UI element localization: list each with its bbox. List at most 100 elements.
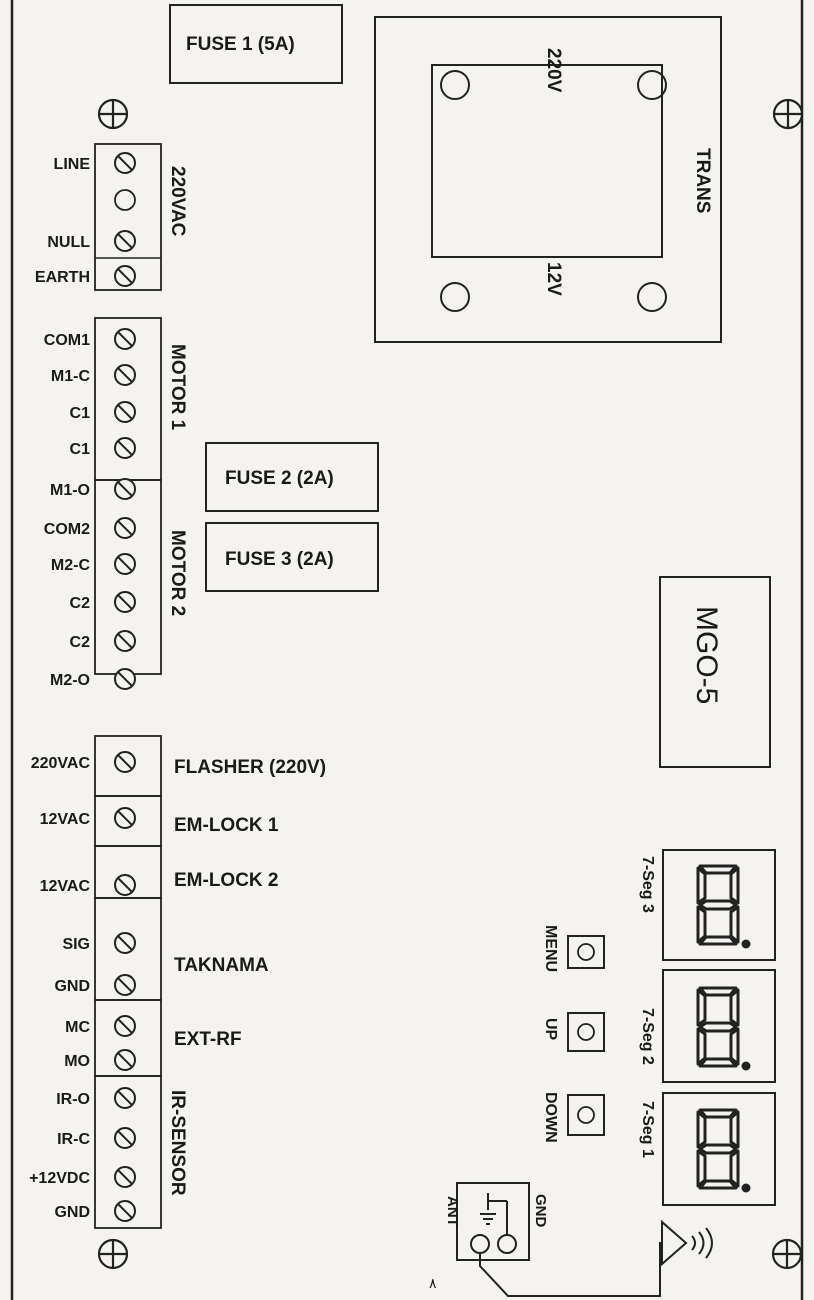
terminal-screw [114,974,136,996]
group-label-power: 220VAC [167,166,188,237]
output-label-emlock1: EM-LOCK 1 [174,815,279,836]
up-button[interactable] [567,1012,605,1052]
output-label-taknama: TAKNAMA [174,955,269,976]
terminal-screw [114,1200,136,1222]
terminal-screw [114,1166,136,1188]
menu-button[interactable] [567,935,605,969]
terminal-screw [114,517,136,539]
terminal-label: GND [54,978,90,995]
fuse-3-label: FUSE 3 (2A) [225,549,334,570]
terminal-screw [114,630,136,652]
terminal-group-power [94,143,162,291]
group-label-motor1: MOTOR 1 [167,344,188,431]
terminal-label: EARTH [35,269,90,286]
terminal-label: MO [64,1053,90,1070]
transformer-core [431,64,663,258]
terminal-label: M1-C [51,368,91,385]
transformer-pin [637,282,667,312]
antenna-gnd-terminal [497,1234,517,1254]
terminal-screw [114,152,136,174]
terminal-screw [114,807,136,829]
terminal-screw [114,230,136,252]
seg1-label: 7-Seg 1 [639,1101,656,1158]
mount-hole-bottom-left [97,1238,129,1270]
terminal-screw [114,751,136,773]
terminal-label: 12VAC [40,811,91,828]
seg2-label: 7-Seg 2 [639,1008,656,1065]
terminal-label: COM1 [44,332,90,349]
mount-hole-bottom-right [771,1238,803,1270]
up-button-knob [577,1023,595,1041]
board-outline [10,0,804,1300]
down-button-knob [577,1106,595,1124]
mount-hole-top-left [97,98,129,130]
terminal-label: IR-C [57,1131,90,1148]
seg2-digit [696,986,751,1071]
transformer-outline [374,16,722,343]
terminal-screw [114,401,136,423]
terminal-screw [114,265,136,287]
antenna-connector [456,1182,530,1261]
antenna-terminal [470,1234,490,1254]
terminal-screw [114,1015,136,1037]
terminal-group-ir-sensor [94,1075,162,1229]
terminal-label: COM2 [44,521,90,538]
terminal-screw [114,668,136,690]
fuse-2-label: FUSE 2 (2A) [225,468,334,489]
terminal-label: C1 [70,405,91,422]
seg3-digit [696,864,751,949]
terminal-label: GND [54,1204,90,1221]
output-label-extrf: EXT-RF [174,1029,242,1050]
output-label-flasher: FLASHER (220V) [174,757,326,778]
terminal-label: C2 [70,634,91,651]
down-button-label: DOWN [542,1092,559,1143]
terminal-label: M2-C [51,557,91,574]
terminal-screw [114,1127,136,1149]
terminal-screw [114,1087,136,1109]
transformer-pin [637,70,667,100]
seg1-digit [696,1108,751,1193]
menu-button-knob [577,943,595,961]
terminal-screw [114,478,136,500]
menu-button-label: MENU [542,925,559,972]
transformer-220v-label: 220V [543,48,564,93]
terminal-label: C2 [70,595,91,612]
transformer-pin [440,70,470,100]
transformer-label: TRANS [692,148,713,213]
seg3-label: 7-Seg 3 [639,856,656,913]
page-number: ۸ [429,1275,437,1291]
down-button[interactable] [567,1094,605,1136]
transformer-12v-label: 12V [543,262,564,296]
fuse-1-label: FUSE 1 (5A) [186,34,295,55]
terminal-label: NULL [47,234,90,251]
terminal-empty-slot [114,189,136,211]
group-label-ir-sensor: IR-SENSOR [167,1090,188,1196]
terminal-screw [114,932,136,954]
terminal-label: 220VAC [31,755,91,772]
terminal-label: M2-O [50,672,90,689]
terminal-screw [114,437,136,459]
antenna-ant-label: ANT [444,1196,461,1227]
terminal-screw [114,1049,136,1071]
model-label: MGO-5 [690,606,723,704]
seg1-display [662,1092,776,1206]
terminal-label: SIG [62,936,90,953]
transformer-pin [440,282,470,312]
antenna-wire [479,1242,661,1297]
terminal-label: LINE [54,156,91,173]
terminal-screw [114,591,136,613]
fuse-3 [205,522,379,592]
terminal-label: C1 [70,441,91,458]
terminal-label: IR-O [56,1091,90,1108]
seg3-display [662,849,776,961]
fuse-2 [205,442,379,512]
terminal-label: +12VDC [29,1170,90,1187]
terminal-screw [114,328,136,350]
terminal-screw [114,874,136,896]
mount-hole-top-right [772,98,804,130]
terminal-labels: LINENULLEARTHCOM1M1-CC1C1M1-OCOM2M2-CC2C… [29,156,90,1221]
terminal-label: M1-O [50,482,90,499]
up-button-label: UP [542,1018,559,1041]
group-label-motor2: MOTOR 2 [167,530,188,616]
